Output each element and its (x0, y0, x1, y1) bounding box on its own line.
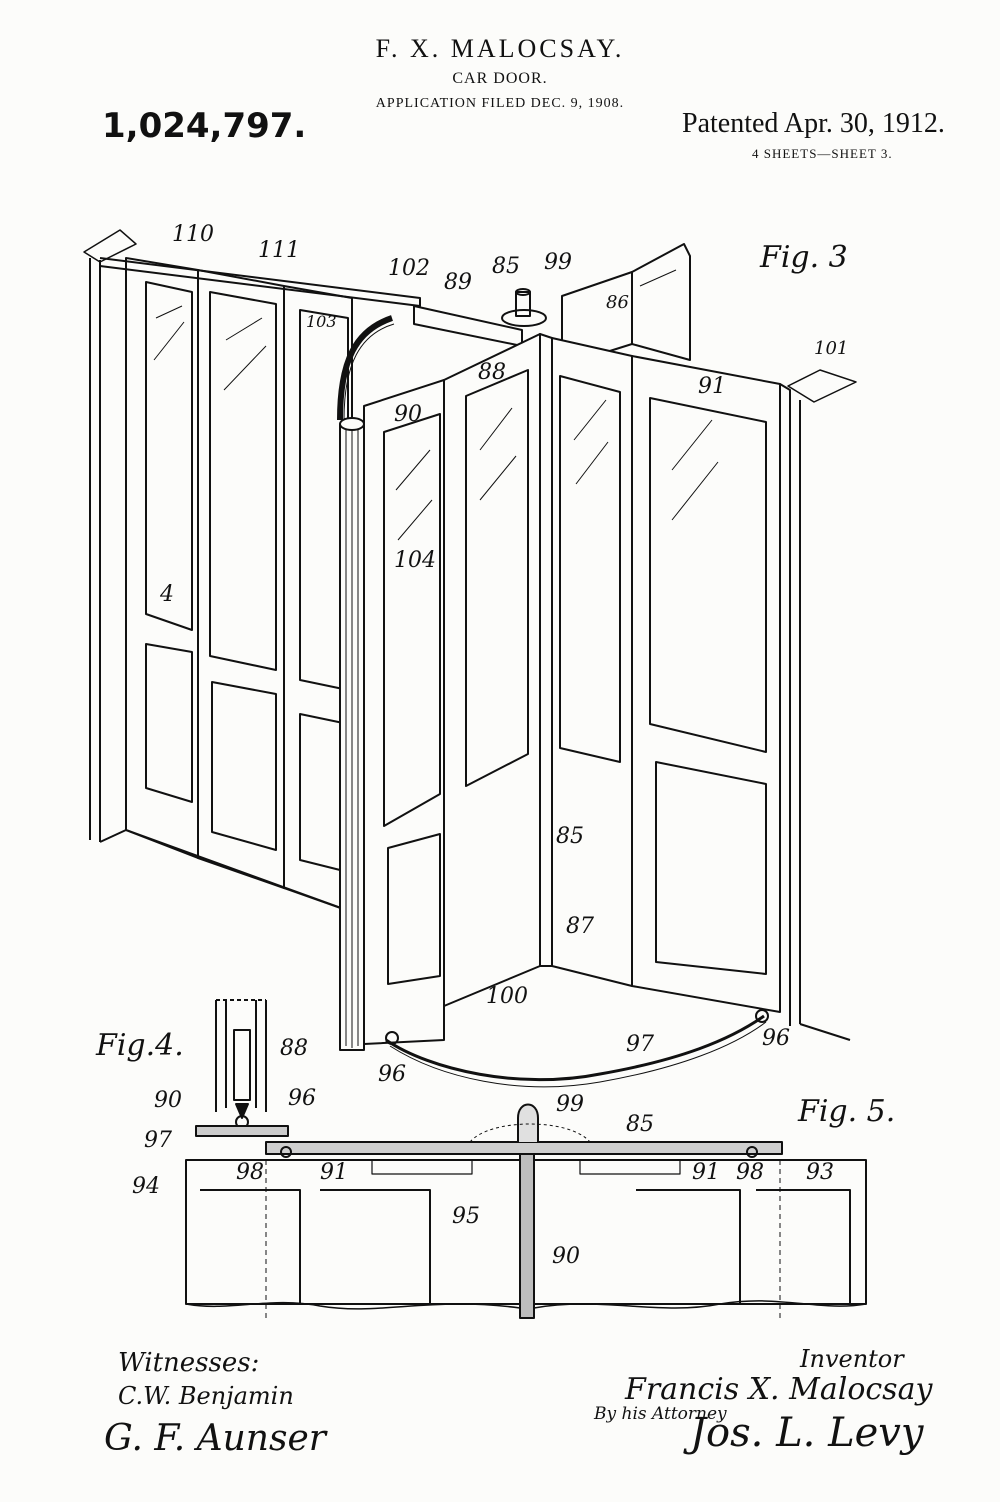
left-wall-post (90, 258, 100, 842)
ref-97-fig3: 97 (626, 1032, 654, 1057)
center-stile-85 (540, 334, 552, 966)
ref-102: 102 (388, 256, 430, 281)
door-panel-88 (444, 334, 540, 1006)
ref-85-fig5: 85 (626, 1112, 654, 1137)
ref-90-top: 90 (394, 402, 422, 427)
inventor-label: Inventor (800, 1345, 904, 1373)
back-door-110 (126, 258, 198, 858)
ref-93: 93 (806, 1160, 834, 1185)
floor-line-2 (100, 830, 126, 842)
door-panel-87 (552, 338, 632, 986)
ref-103: 103 (306, 312, 337, 331)
ref-99-top: 99 (544, 250, 572, 275)
left-bracket (84, 230, 136, 262)
door-panel-91 (632, 356, 780, 1012)
inventor-signature: Francis X. Malocsay (625, 1372, 932, 1407)
witnesses-label: Witnesses: (118, 1348, 259, 1378)
witness-signature-1: C.W. Benjamin (118, 1382, 294, 1410)
fig3-label: Fig. 3 (760, 240, 848, 275)
ref-99-fig5: 99 (556, 1092, 584, 1117)
pivot-99-sec (518, 1105, 538, 1143)
ref-94: 94 (132, 1174, 160, 1199)
ref-90-fig5: 90 (552, 1244, 580, 1269)
ref-101: 101 (814, 338, 848, 359)
ref-91-right: 91 (692, 1160, 720, 1185)
fig5-label: Fig. 5. (798, 1094, 895, 1129)
ref-98-left: 98 (236, 1160, 264, 1185)
floor-line (126, 830, 352, 912)
ref-111: 111 (258, 238, 300, 263)
ref-97-fig4: 97 (144, 1128, 172, 1153)
fig4-drawing (196, 1000, 288, 1136)
ref-100: 100 (486, 984, 528, 1009)
ref-85-mid: 85 (556, 824, 584, 849)
ref-98-right: 98 (736, 1160, 764, 1185)
ref-96-fig4: 96 (288, 1086, 316, 1111)
post-104 (340, 418, 364, 1050)
right-bracket (788, 370, 856, 402)
ref-85-top: 85 (492, 254, 520, 279)
pivot-99 (502, 289, 546, 326)
ref-4: 4 (160, 582, 174, 607)
ref-110: 110 (172, 222, 214, 247)
ref-91-top: 91 (698, 374, 726, 399)
ref-87: 87 (566, 914, 594, 939)
ref-96-left: 96 (378, 1062, 406, 1087)
fig3-drawing (84, 230, 856, 1087)
ref-91-left: 91 (320, 1160, 348, 1185)
ref-88-fig4: 88 (280, 1036, 308, 1061)
ref-86: 86 (606, 292, 629, 313)
ref-89: 89 (444, 270, 472, 295)
door-panel-90 (364, 380, 444, 1044)
witness-signature-2: G. F. Aunser (104, 1418, 326, 1459)
ref-88-top: 88 (478, 360, 506, 385)
ref-104: 104 (394, 548, 436, 573)
rear-panel-right (632, 244, 690, 360)
ref-96-right: 96 (762, 1026, 790, 1051)
ref-95: 95 (452, 1204, 480, 1229)
right-wall (780, 384, 800, 1026)
ref-90-fig4: 90 (154, 1088, 182, 1113)
attorney-signature: Jos. L. Levy (690, 1410, 924, 1456)
head-89 (414, 306, 522, 346)
back-door-111 (198, 270, 284, 888)
fig4-label: Fig.4. (96, 1028, 184, 1063)
